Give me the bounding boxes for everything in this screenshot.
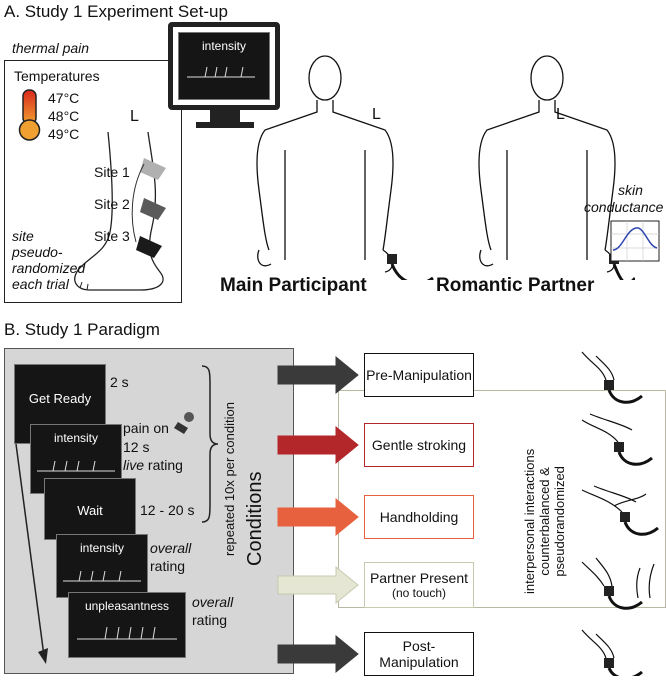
skin-conductance-graph-icon: [610, 220, 660, 262]
condition-label: Partner Present: [369, 570, 469, 586]
wait-screen: Wait: [44, 478, 136, 540]
unpleasantness-text: unpleasantness: [84, 599, 170, 613]
condition-arrow: [277, 565, 359, 605]
condition-sublabel: Manipulation: [379, 654, 459, 670]
rating-label-2: rating: [192, 612, 228, 628]
site-3-label: Site 3: [94, 228, 130, 244]
interpersonal-note: interpersonal interactions counterbalanc…: [522, 448, 567, 594]
condition-label: Post-: [402, 638, 436, 654]
site-2-label: Site 2: [94, 196, 130, 212]
condition-box-pre-manipulation: Pre-Manipulation: [364, 353, 474, 397]
monitor-screen: intensity: [178, 32, 270, 100]
condition-arrow: [277, 425, 359, 465]
romantic-partner-label: Romantic Partner: [436, 275, 595, 296]
pain-on-label: pain on: [123, 420, 169, 436]
condition-arrow: [277, 497, 359, 537]
overall-label-2: overall: [192, 594, 234, 610]
condition-label: Handholding: [379, 509, 459, 525]
wait-duration: 12 - 20 s: [140, 502, 195, 518]
panel-a-title: A. Study 1 Experiment Set-up: [4, 2, 228, 21]
intensity-overall-screen: intensity: [56, 534, 148, 598]
temp-48: 48°C: [48, 108, 80, 124]
left-marker-leg: L: [130, 108, 139, 125]
site-1-label: Site 1: [94, 164, 130, 180]
main-participant-label: Main Participant: [220, 275, 367, 296]
unpleasantness-screen: unpleasantness: [68, 592, 186, 658]
skin-conductance-label: skin: [618, 182, 643, 198]
condition-arrows: [277, 355, 359, 674]
overall-rating-scale-icon: [63, 570, 141, 582]
left-marker-participant: L: [372, 106, 381, 123]
condition-label: Gentle stroking: [371, 437, 467, 453]
wait-text: Wait: [77, 503, 103, 518]
pain-duration: 12 s: [123, 439, 150, 455]
overall-label-1: overall: [150, 540, 192, 556]
monitor: intensity: [168, 22, 280, 110]
condition-label: Pre-Manipulation: [366, 367, 472, 383]
monitor-screen-label: intensity: [201, 39, 247, 53]
unpleasantness-scale-icon: [77, 626, 177, 640]
leg-illustration: [74, 132, 164, 291]
temp-47: 47°C: [48, 90, 80, 106]
rating-scale-icon: [187, 66, 255, 78]
thermal-pain-label: thermal pain: [12, 40, 90, 56]
condition-box-gentle-stroking: Gentle stroking: [364, 423, 474, 467]
live-rating-label: live rating: [123, 457, 183, 473]
intensity-live-text: intensity: [53, 431, 99, 445]
monitor-stand: [210, 110, 240, 122]
intensity-overall-text: intensity: [79, 541, 125, 555]
hand-illustrations: [581, 351, 659, 676]
condition-arrow: [277, 355, 359, 395]
monitor-base: [196, 122, 254, 128]
panel-b-title: B. Study 1 Paradigm: [4, 320, 160, 339]
condition-sublabel: (no touch): [391, 586, 447, 600]
condition-box-post-manipulation: Post- Manipulation: [364, 632, 474, 676]
condition-arrow: [277, 634, 359, 674]
conditions-label: Conditions: [244, 471, 266, 566]
thermode-sites-icon: [131, 158, 166, 258]
temperatures-title: Temperatures: [14, 68, 100, 84]
site-randomization-note: site pseudo- randomized each trial: [12, 228, 86, 292]
figures-illustration: [256, 55, 635, 280]
left-marker-partner: L: [556, 106, 565, 123]
repeat-bracket: [201, 365, 219, 523]
repeated-label: repeated 10x per condition: [222, 402, 237, 556]
temp-49: 49°C: [48, 126, 80, 142]
condition-box-handholding: Handholding: [364, 495, 474, 539]
condition-box-partner-present: Partner Present (no touch): [364, 562, 474, 608]
thermometer-icon: [18, 89, 41, 141]
get-ready-duration: 2 s: [110, 374, 129, 390]
live-rating-scale-icon: [37, 460, 115, 472]
rating-label-1: rating: [150, 558, 186, 574]
get-ready-text: Get Ready: [28, 391, 92, 406]
skin-conductance-label-2: conductance: [584, 199, 664, 215]
thermode-icon: [174, 412, 194, 434]
thermal-pain-box: [4, 60, 182, 303]
time-arrow-icon: [15, 443, 48, 664]
